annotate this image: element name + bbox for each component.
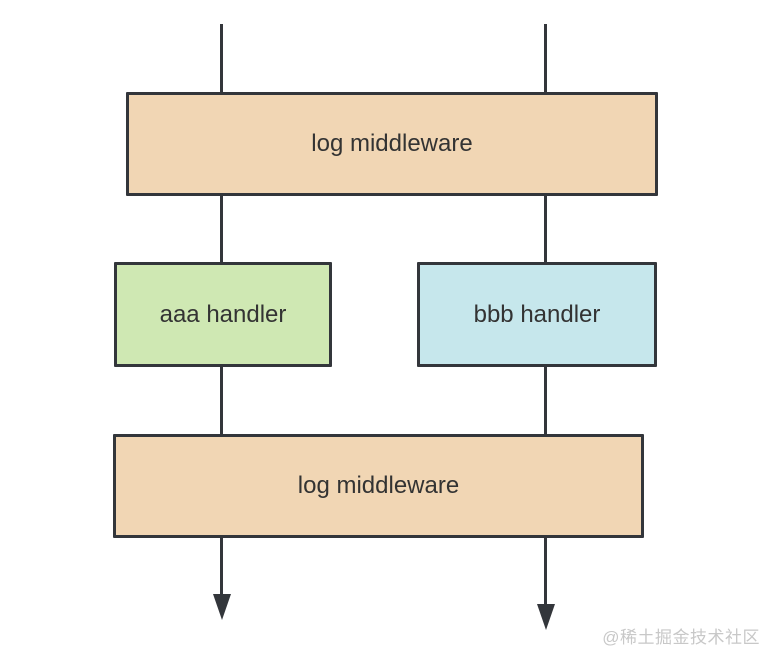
node-label: aaa handler	[159, 300, 287, 328]
node-log-middleware-bottom: log middleware	[113, 434, 644, 538]
arrow-down-right-icon	[537, 604, 555, 630]
node-log-middleware-top: log middleware	[126, 92, 658, 196]
watermark: @稀土掘金技术社区	[602, 628, 760, 647]
arrow-down-left-icon	[213, 594, 231, 620]
node-aaa-handler: aaa handler	[114, 262, 332, 367]
node-label: log middleware	[311, 130, 473, 157]
node-label: bbb handler	[473, 300, 601, 328]
node-bbb-handler: bbb handler	[417, 262, 657, 367]
node-label: log middleware	[297, 472, 460, 499]
